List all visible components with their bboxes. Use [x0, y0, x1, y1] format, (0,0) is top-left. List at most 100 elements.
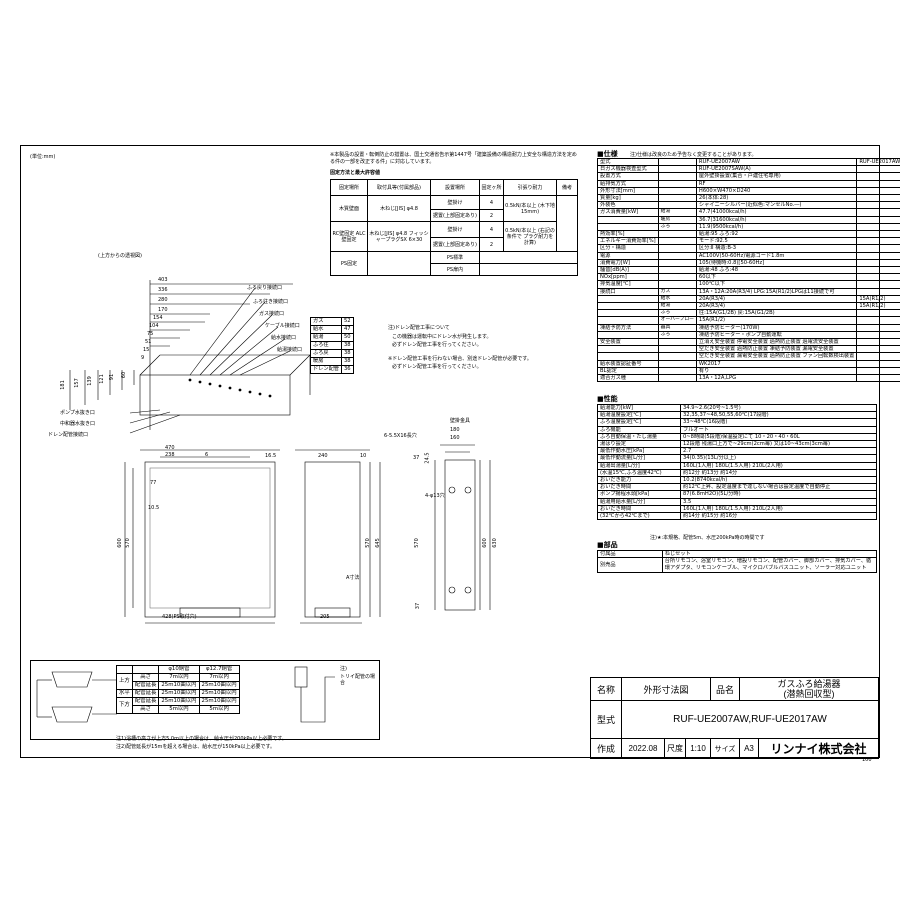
spec-row: 排気温度[℃]100℃以下: [597, 280, 900, 289]
spec-value-alt: [856, 330, 900, 340]
performance-title: ■性能: [597, 395, 618, 403]
spec-row: NOx[ppm]60以下: [597, 273, 900, 282]
spec-sublabel: ふろ: [657, 330, 697, 340]
spec-value-alt: [856, 251, 900, 260]
spec-value: 20A(R3/4): [695, 294, 858, 304]
spec-sublabel: [657, 280, 697, 289]
title-block: 名称 外形寸法図 品名 ガスふろ給湯器 (潜熱回収型) 型式 RUF-UE200…: [590, 677, 879, 759]
pipe-cell: 配管延長: [131, 697, 160, 706]
connection-label: ケーブル接続口: [265, 323, 300, 329]
model-label: 型式: [590, 700, 622, 739]
spec-sublabel: [657, 266, 697, 275]
spec-value: 屋外壁掛設置(集合・戸建住宅専用): [695, 172, 858, 181]
pipe-cell: 25m10曲以内: [158, 697, 200, 706]
fix-cell: 2: [478, 237, 505, 252]
legend-cell: 38: [340, 349, 354, 358]
performance-value: 10.2(8740kcal/h): [680, 476, 877, 485]
spec-value-alt: [856, 258, 900, 268]
performance-table: 給湯能力[kW]34.9~2.6(20号~1.5号)給湯温度設定[℃]32,35…: [597, 403, 877, 521]
spec-sublabel: ガス: [657, 287, 697, 296]
legend-cell: 52: [340, 317, 354, 326]
spec-row: 空だき安全装置 過熱防止装置 凍結予防装置 漏電安全装置: [597, 345, 900, 354]
side-d1: 16.5: [265, 453, 277, 459]
spec-value-alt: [856, 280, 900, 289]
back-holes: 4-φ13穴: [425, 493, 445, 499]
pipe-header: φ12.7銅管: [198, 665, 240, 674]
top-view-drawing: [69, 280, 311, 434]
spec-sublabel: [657, 237, 697, 246]
spec-label: [597, 222, 659, 232]
fix-cell: 木質壁面: [330, 195, 368, 222]
spec-sublabel: [657, 359, 697, 368]
fix-cell: PS標準: [430, 251, 480, 264]
spec-sublabel: [657, 201, 697, 210]
pipe-cell: 上方: [116, 673, 133, 690]
spec-value: WK2017: [695, 359, 858, 368]
spec-value-alt: [856, 194, 900, 203]
spec-row: 外装色シャイニーシルバー(近似色:マンセルNo.―): [597, 201, 900, 210]
pipe-cell: 25m10曲以内: [158, 681, 200, 690]
dim-left: 157: [73, 378, 80, 388]
spec-label: 質量[kg]: [597, 194, 659, 203]
accessories-title: ■部品: [597, 541, 618, 549]
spec-value: 36.7(31600kcal/h): [695, 215, 858, 224]
performance-value: 約14分 約15分 約16分: [680, 512, 877, 521]
fix-header: 備考: [556, 179, 578, 196]
spec-sublabel: [657, 345, 697, 354]
spec-value: 60以下: [695, 273, 858, 282]
connection-label: 給水接続口: [271, 335, 297, 341]
fix-cell: 0.5kN/本以上 (右記の条件で プラグ耐力を計算): [503, 221, 557, 252]
spec-note: 注)仕様は改良のため予告なく変更することがあります。: [630, 152, 757, 158]
spec-label: 適合ガス種: [597, 374, 659, 383]
performance-value: フルオート: [680, 425, 877, 434]
trap-diagram: [294, 666, 335, 723]
performance-label: ふろ機能: [597, 425, 681, 434]
fix-cell: PS扉内: [430, 263, 480, 276]
spec-value-alt: [856, 244, 900, 253]
fix-header: 固定ヶ所: [478, 179, 505, 196]
performance-value: 32,35,37~48,50,55,60℃(17段階): [680, 411, 877, 420]
legend-cell: ふろ往: [310, 341, 342, 350]
spec-sublabel: [657, 165, 697, 174]
performance-label: ポンプ揚程水頭[kPa]: [597, 490, 681, 499]
spec-row: 区分・構造区分:Ⅱ 構造:B-3: [597, 244, 900, 253]
date-value: 2022.08: [621, 738, 665, 759]
spec-value: 区分:Ⅱ 構造:B-3: [695, 244, 858, 253]
spec-row: 設置方式屋外壁掛設置(集合・戸建住宅専用): [597, 172, 900, 181]
pipe-header: [116, 665, 133, 674]
back-w180: 180: [450, 427, 460, 433]
dim-left: 139: [86, 376, 93, 386]
pipe-cell: 配管延長: [131, 681, 160, 690]
legend-cell: 給水: [310, 325, 342, 334]
back-d37: 37: [415, 602, 422, 610]
performance-label: 湯はり設定: [597, 440, 681, 449]
fix-cell: 壁掛け: [430, 221, 480, 238]
spec-label: 給排気方式: [597, 179, 659, 188]
fix-cell: 4: [478, 221, 505, 238]
spec-label: 安全装置: [597, 338, 659, 347]
back-h570: 570: [413, 538, 420, 548]
drain-note-line: 必ずドレン配管工事を行ってください。: [392, 342, 482, 348]
spec-value-alt: [856, 186, 900, 196]
spec-value: 13A・12A:20A(R3/4) LPG:15A(R1/2)LPGは11接続で…: [695, 287, 858, 296]
legend-cell: 38: [340, 357, 354, 366]
spec-label: 日ガス機器検査型式: [597, 165, 659, 174]
legend-cell: 47: [340, 325, 354, 334]
fix-cell: 2: [478, 209, 505, 222]
spec-label: 外形寸法[mm]: [597, 186, 659, 196]
spec-value: 凍結予防ヒーター(170W): [695, 323, 858, 332]
connection-label: ポンプ水抜き口: [60, 410, 95, 416]
spec-value: 20A(R3/4): [695, 302, 858, 311]
fix-method-title: 固定方法と最大許容値: [330, 170, 381, 176]
performance-row: 給湯温度設定[℃]32,35,37~48,50,55,60℃(17段階): [597, 411, 877, 420]
fix-cell: [367, 251, 431, 276]
performance-value: 160L(1人用) 180L(1.5人用) 210L(2人用): [680, 504, 877, 514]
spec-label: [597, 309, 659, 318]
spec-row: 消費電力[W]105(待機時:0.8)[50-60Hz]: [597, 258, 900, 268]
